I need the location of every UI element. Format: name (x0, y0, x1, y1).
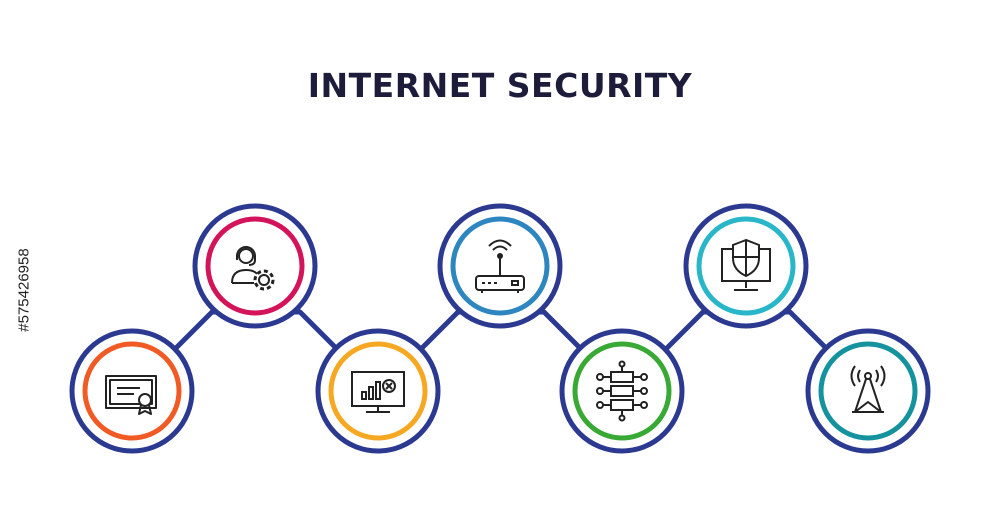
node-secure-monitor (683, 203, 809, 329)
page-title: INTERNET SECURITY (307, 66, 693, 105)
router-icon (475, 239, 525, 293)
ring-certificate (82, 341, 182, 441)
ring-support-settings (205, 216, 305, 316)
ring-network-server (572, 341, 672, 441)
node-network-server (559, 328, 685, 454)
monitor-chart-icon (351, 371, 405, 413)
ring-monitor-chart (328, 341, 428, 441)
server-network-icon (596, 360, 648, 422)
node-certificate (69, 328, 195, 454)
node-support-settings (192, 203, 318, 329)
node-signal-tower (805, 328, 931, 454)
node-monitor-chart (315, 328, 441, 454)
certificate-icon (105, 375, 157, 415)
ring-signal-tower (818, 341, 918, 441)
support-gear-icon (231, 246, 275, 291)
shield-monitor-icon (721, 238, 771, 291)
antenna-tower-icon (850, 365, 886, 413)
node-router (437, 203, 563, 329)
